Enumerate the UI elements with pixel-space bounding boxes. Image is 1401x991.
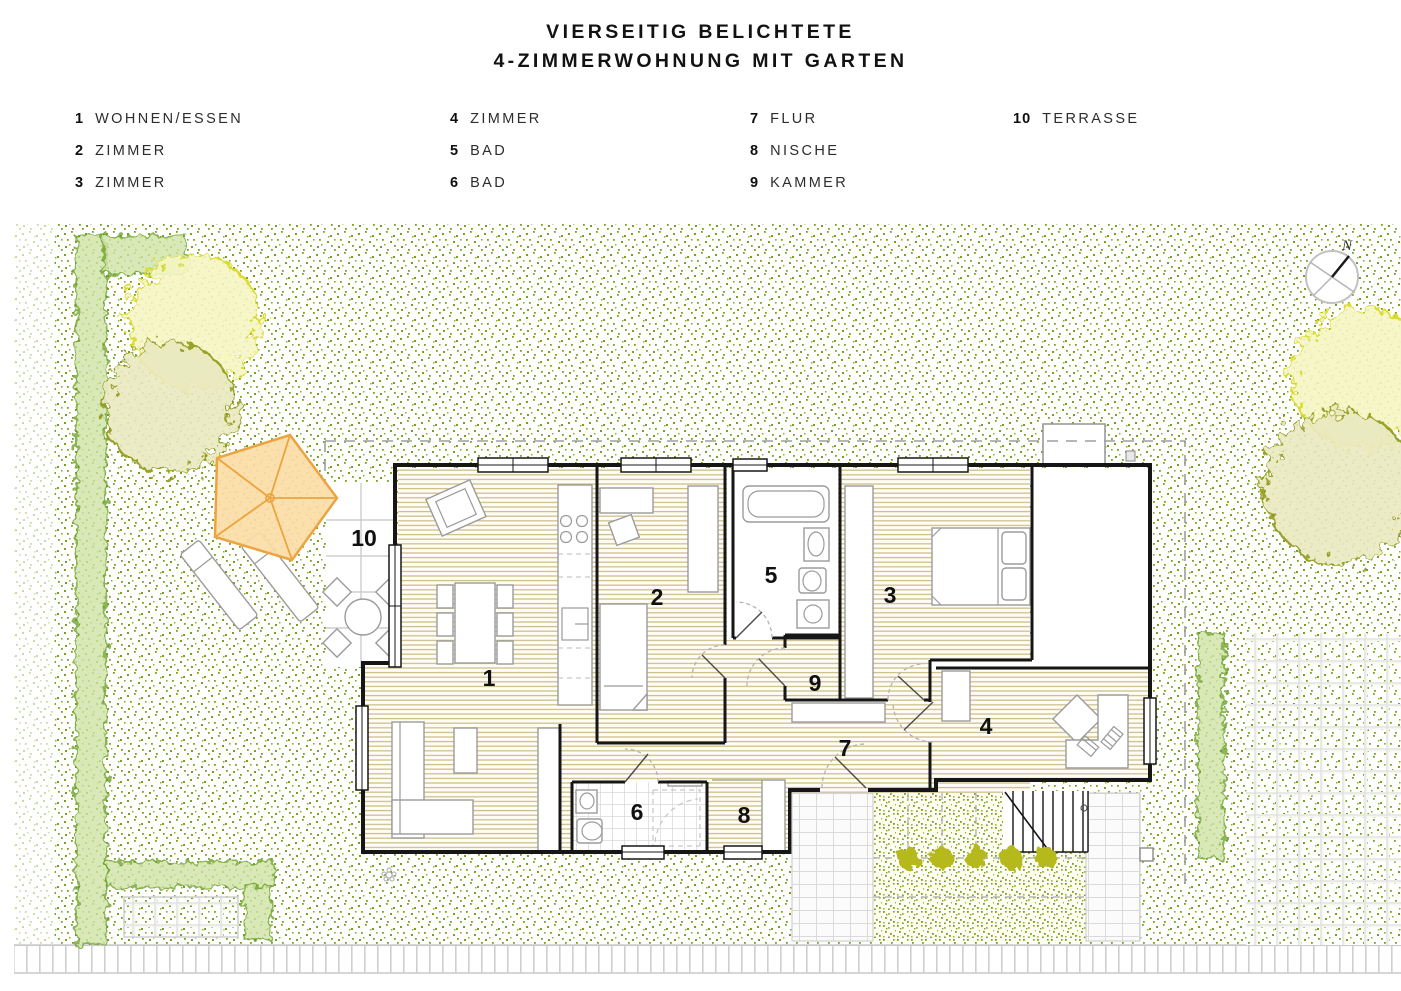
bathtub — [742, 485, 830, 523]
dining-table — [454, 582, 496, 664]
bush — [965, 847, 987, 869]
room-label-5: 5 — [765, 562, 778, 588]
sun-lounger-1 — [180, 540, 258, 630]
keyboard — [1100, 725, 1124, 751]
armchair — [425, 479, 487, 537]
room2-furniture — [599, 485, 719, 711]
garden-furniture — [180, 433, 339, 630]
wall-stub — [1125, 450, 1136, 462]
room-label-8: 8 — [738, 802, 751, 828]
room3-furniture — [844, 485, 1031, 699]
walls — [361, 463, 1152, 854]
bush — [897, 847, 919, 869]
hall-cabinet — [791, 702, 886, 723]
wardrobe-strip — [844, 485, 874, 699]
bath5-fixtures — [742, 485, 830, 629]
room-label-7: 7 — [839, 735, 852, 761]
bush — [1000, 847, 1022, 869]
utility-box — [1139, 847, 1154, 862]
coffee-table — [453, 727, 478, 774]
kitchen-counter — [557, 484, 593, 706]
living-room-furniture — [391, 479, 514, 839]
header: VIERSEITIG BELICHTETE 4-ZIMMERWOHNUNG MI… — [0, 18, 1401, 75]
chair — [1051, 693, 1103, 745]
room-label-9: 9 — [809, 670, 822, 696]
pillow — [1001, 567, 1027, 601]
room-label-3: 3 — [884, 582, 897, 608]
hedge-right — [1197, 632, 1225, 859]
stove-burner — [575, 530, 589, 544]
page-title-line2: 4-ZIMMERWOHNUNG MIT GARTEN — [493, 49, 908, 72]
page-title-line1: VIERSEITIG BELICHTETE — [546, 21, 855, 43]
doors — [624, 601, 934, 789]
washing-machine — [796, 599, 830, 629]
grass-paver-patch — [123, 896, 239, 938]
pillow — [1001, 531, 1027, 565]
dining-chair — [496, 584, 514, 609]
bushes — [897, 847, 1057, 869]
boundary-marker-box — [1042, 423, 1106, 465]
laptop — [1076, 734, 1100, 758]
hedge-bottom — [105, 861, 275, 888]
stove-burner — [575, 514, 589, 528]
dining-chair — [496, 640, 514, 665]
nische-cabinet — [761, 779, 786, 852]
hall-closet — [537, 727, 561, 853]
grass-paver-area — [1246, 633, 1401, 945]
room-label-4: 4 — [980, 713, 993, 739]
hedge-bottom-stub — [243, 885, 273, 940]
wardrobe — [941, 670, 971, 722]
room4-furniture — [941, 670, 1129, 769]
dining-chair — [436, 584, 454, 609]
bush — [1035, 847, 1057, 869]
umbrella-icon — [213, 433, 339, 562]
side-path — [1085, 792, 1141, 942]
room-labels: 1 2 3 4 5 6 7 8 9 10 — [351, 525, 992, 828]
sofa-chaise — [391, 799, 474, 835]
dining-chair — [496, 612, 514, 637]
room-label-6: 6 — [631, 799, 644, 825]
compass-label: N — [1341, 238, 1353, 254]
dining-chair — [436, 612, 454, 637]
curb-strip — [14, 944, 1401, 974]
desk — [1065, 694, 1129, 769]
tree-olive-right — [1262, 409, 1401, 565]
trees — [102, 254, 1401, 565]
entry-path — [791, 792, 874, 942]
property-boundary — [324, 423, 1186, 890]
wall-gap — [930, 660, 1150, 670]
compass-icon: N — [1305, 238, 1359, 304]
bed-single — [599, 603, 648, 711]
dining-chair — [436, 640, 454, 665]
room-label-2: 2 — [651, 584, 664, 610]
hedge-left — [75, 235, 107, 947]
windows — [355, 450, 1157, 860]
entry-area — [791, 791, 1154, 942]
tree-olive-left — [102, 340, 238, 476]
stove-burner — [559, 530, 573, 544]
room-label-1: 1 — [483, 665, 496, 691]
stairs — [1003, 791, 1089, 853]
dresser — [599, 487, 654, 514]
bush — [931, 847, 953, 869]
wardrobe — [687, 485, 719, 593]
stove-burner — [559, 514, 573, 528]
house — [355, 450, 1157, 860]
chair — [607, 513, 641, 547]
room-label-10: 10 — [351, 525, 377, 551]
hedges — [75, 235, 1225, 947]
flower-icon — [381, 867, 397, 882]
